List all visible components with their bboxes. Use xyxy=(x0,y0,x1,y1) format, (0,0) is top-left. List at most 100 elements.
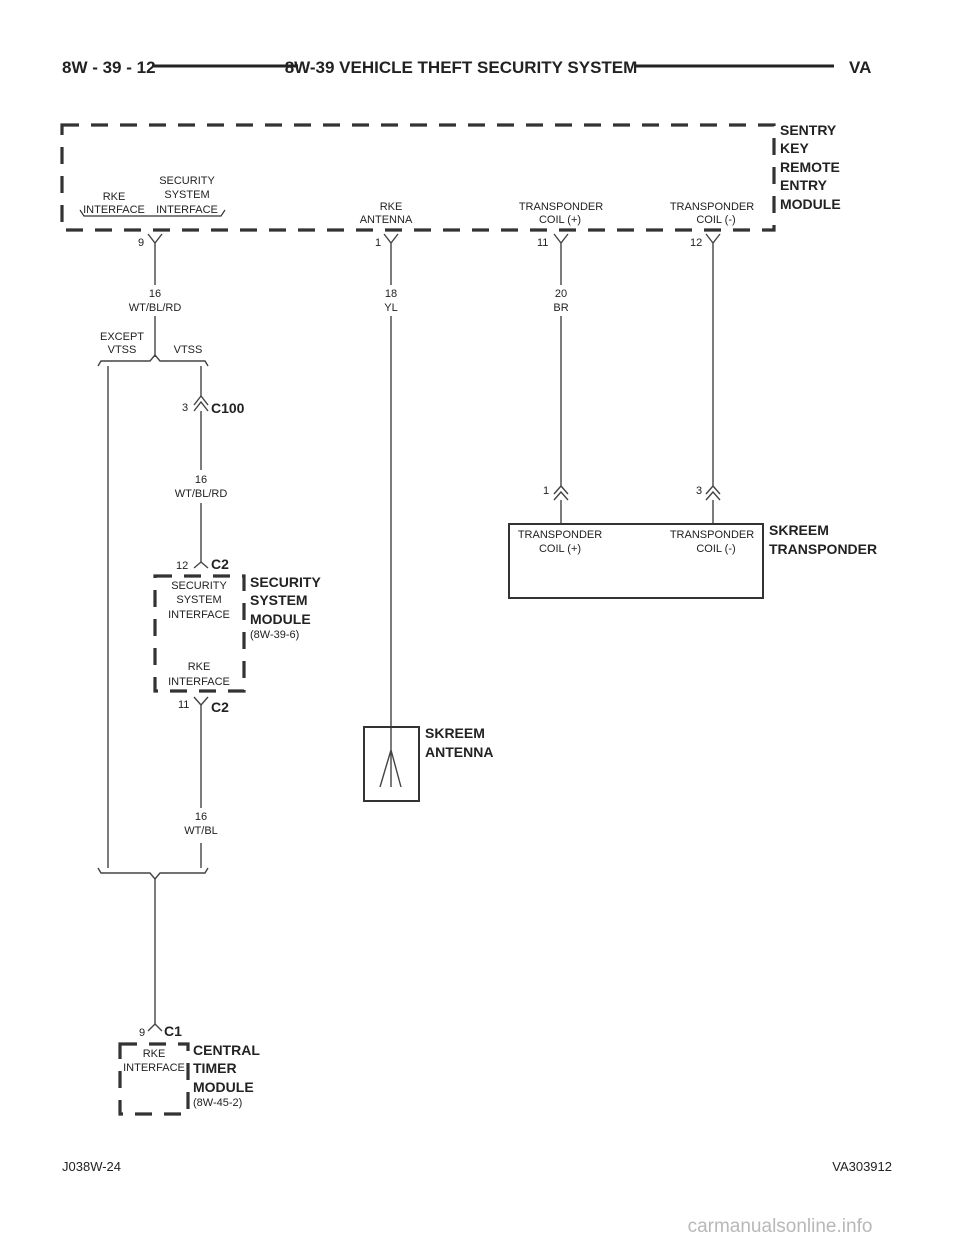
ssm-c2-bottom-connector-name: C2 xyxy=(211,699,229,715)
ssm-c2-bottom-symbol xyxy=(193,696,209,707)
watermark-text: carmanualsonline.info xyxy=(688,1216,873,1237)
svg-text:SYSTEM: SYSTEM xyxy=(164,189,209,201)
svg-text:COIL (-): COIL (-) xyxy=(696,214,735,226)
svg-text:RKE: RKE xyxy=(380,201,403,213)
header-vehicle-code: VA xyxy=(849,58,871,77)
svg-text:INTERFACE: INTERFACE xyxy=(123,1062,185,1074)
svg-text:CENTRAL: CENTRAL xyxy=(193,1042,260,1058)
ssm-c2-bottom-pin-number: 11 xyxy=(178,699,189,711)
svg-text:WT/BL/RD: WT/BL/RD xyxy=(175,488,228,500)
option-label-vtss: VTSS xyxy=(174,344,203,356)
ssm-label-rke-interface: RKE INTERFACE xyxy=(168,661,230,688)
svg-text:TRANSPONDER: TRANSPONDER xyxy=(670,529,754,541)
svg-text:SENTRY: SENTRY xyxy=(780,122,837,138)
svg-text:SECURITY: SECURITY xyxy=(171,580,227,592)
wire-label-16-wt-bl-rd-lower: 16 WT/BL/RD xyxy=(175,474,228,500)
svg-text:SYSTEM: SYSTEM xyxy=(250,592,308,608)
c100-pin-number: 3 xyxy=(182,402,188,414)
skrem-pin-number-11: 11 xyxy=(537,237,548,249)
svg-text:WT/BL: WT/BL xyxy=(184,825,218,837)
wire-label-20-br: 20 BR xyxy=(553,288,568,314)
transponder-label-coil-plus: TRANSPONDER COIL (+) xyxy=(518,529,602,555)
transponder-pin-number-1: 1 xyxy=(543,485,549,497)
svg-text:TIMER: TIMER xyxy=(193,1060,237,1076)
skreem-antenna-name: SKREEM ANTENNA xyxy=(425,725,493,760)
skrem-module-name: SENTRY KEY REMOTE ENTRY MODULE xyxy=(780,122,841,212)
svg-text:SKREEM: SKREEM xyxy=(425,725,485,741)
antenna-icon xyxy=(379,738,402,788)
ssm-c2-top-pin-number: 12 xyxy=(176,560,188,572)
svg-text:TRANSPONDER: TRANSPONDER xyxy=(769,541,877,557)
transponder-pin-number-3: 3 xyxy=(696,485,702,497)
c100-connector-name: C100 xyxy=(211,400,245,416)
svg-text:EXCEPT: EXCEPT xyxy=(100,331,144,343)
svg-text:INTERFACE: INTERFACE xyxy=(168,609,230,621)
option-splice-bottom xyxy=(97,867,209,881)
header-page-number: 8W - 39 - 12 xyxy=(62,58,156,77)
svg-text:MODULE: MODULE xyxy=(780,196,841,212)
svg-text:SECURITY: SECURITY xyxy=(250,574,321,590)
ssm-module-outline xyxy=(153,574,246,693)
footer-left-code: J038W-24 xyxy=(62,1159,121,1174)
skrem-pin-label-rke-interface: RKE INTERFACE xyxy=(83,191,145,216)
svg-text:RKE: RKE xyxy=(188,661,211,673)
skrem-pin-label-transponder-coil-minus: TRANSPONDER COIL (-) xyxy=(670,201,754,226)
ctm-c1-connector-name: C1 xyxy=(164,1023,182,1039)
ssm-module-name: SECURITY SYSTEM MODULE xyxy=(250,574,321,627)
header-title: 8W-39 VEHICLE THEFT SECURITY SYSTEM xyxy=(285,58,638,77)
svg-text:COIL (+): COIL (+) xyxy=(539,214,581,226)
skreem-transponder-name: SKREEM TRANSPONDER xyxy=(769,522,877,557)
wire-label-18-yl: 18 YL xyxy=(384,288,397,314)
transponder-connector-pin-1 xyxy=(553,484,569,501)
skrem-terminal-pin-11 xyxy=(553,233,569,245)
skrem-pin-number-1: 1 xyxy=(375,237,381,249)
option-label-except-vtss: EXCEPT VTSS xyxy=(100,331,144,356)
svg-text:COIL (-): COIL (-) xyxy=(696,543,735,555)
transponder-connector-pin-3 xyxy=(705,484,721,501)
svg-text:REMOTE: REMOTE xyxy=(780,159,840,175)
svg-text:MODULE: MODULE xyxy=(193,1079,254,1095)
svg-text:BR: BR xyxy=(553,302,568,314)
skrem-pin-number-12: 12 xyxy=(690,237,702,249)
wire-label-16-wt-bl: 16 WT/BL xyxy=(184,811,218,837)
svg-text:16: 16 xyxy=(195,811,207,823)
skreem-transponder-box xyxy=(508,523,764,599)
svg-text:RKE: RKE xyxy=(103,191,126,203)
svg-text:18: 18 xyxy=(385,288,397,300)
skrem-module-outline xyxy=(60,123,776,232)
svg-text:SYSTEM: SYSTEM xyxy=(176,594,221,606)
svg-text:KEY: KEY xyxy=(780,140,809,156)
svg-text:16: 16 xyxy=(195,474,207,486)
skrem-terminal-pin-9 xyxy=(147,233,163,245)
skrem-terminal-pin-1 xyxy=(383,233,399,245)
transponder-label-coil-minus: TRANSPONDER COIL (-) xyxy=(670,529,754,555)
wire-label-16-wt-bl-rd-upper: 16 WT/BL/RD xyxy=(129,288,182,314)
svg-text:VTSS: VTSS xyxy=(108,344,137,356)
ctm-reference: (8W-45-2) xyxy=(193,1097,242,1109)
svg-text:TRANSPONDER: TRANSPONDER xyxy=(519,201,603,213)
svg-text:WT/BL/RD: WT/BL/RD xyxy=(129,302,182,314)
skrem-interface-bracket xyxy=(79,209,226,217)
svg-text:20: 20 xyxy=(555,288,567,300)
skrem-terminal-pin-12 xyxy=(705,233,721,245)
svg-text:ANTENNA: ANTENNA xyxy=(425,744,493,760)
ctm-c1-pin-number: 9 xyxy=(139,1027,145,1039)
footer-right-code: VA303912 xyxy=(832,1159,892,1174)
svg-text:RKE: RKE xyxy=(143,1048,166,1060)
svg-text:YL: YL xyxy=(384,302,397,314)
skrem-pin-label-security-system-interface: SECURITY SYSTEM INTERFACE xyxy=(156,175,218,216)
skrem-pin-number-9: 9 xyxy=(138,237,144,249)
svg-text:INTERFACE: INTERFACE xyxy=(83,204,145,216)
c100-connector-symbol xyxy=(193,394,209,412)
svg-text:MODULE: MODULE xyxy=(250,611,311,627)
skrem-pin-label-transponder-coil-plus: TRANSPONDER COIL (+) xyxy=(519,201,603,226)
svg-text:SECURITY: SECURITY xyxy=(159,175,215,187)
option-splice-top xyxy=(97,353,209,367)
skreem-antenna-box xyxy=(363,726,420,802)
svg-text:ANTENNA: ANTENNA xyxy=(360,214,413,226)
ssm-c2-top-symbol xyxy=(193,561,209,569)
svg-text:SKREEM: SKREEM xyxy=(769,522,829,538)
svg-text:TRANSPONDER: TRANSPONDER xyxy=(518,529,602,541)
